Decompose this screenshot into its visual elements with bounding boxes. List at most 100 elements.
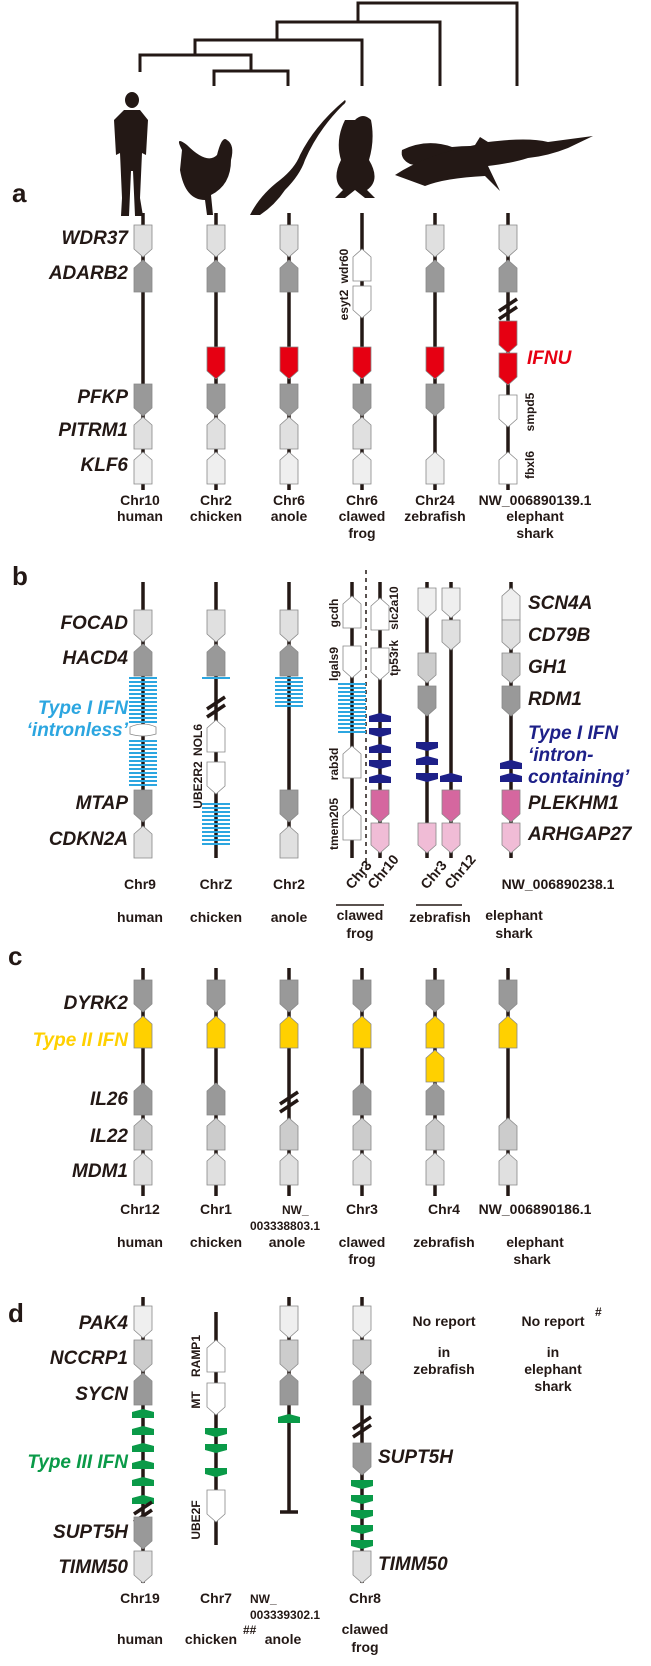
chr-label-d-2-2: 003339302.1	[250, 1608, 320, 1622]
gene-dyrk2	[133, 979, 153, 1013]
chr-label-d-0: Chr19	[120, 1590, 160, 1606]
no-report-zebrafish-3: zebrafish	[413, 1361, 474, 1377]
chr-label-c-2: NW_	[282, 1203, 309, 1217]
gene-type2-ifn-2	[425, 1049, 445, 1083]
chr-label-b-1: ChrZ	[200, 876, 233, 892]
gene-mdm1	[425, 1152, 445, 1186]
gene-focad	[133, 609, 153, 643]
gene-scn4a	[441, 587, 461, 619]
species-label-a-5-2: shark	[516, 525, 554, 541]
tree-branch-gnathostomes	[356, 1, 519, 86]
gene-mdm1	[133, 1152, 153, 1186]
gene-label-cd79b: CD79B	[528, 625, 591, 646]
gene-cd79b	[441, 619, 461, 651]
gene-pitrm1	[133, 416, 153, 450]
type3-ifn-gene	[351, 1525, 373, 1534]
gene-label-hacd4: HACD4	[63, 648, 129, 669]
species-label-d-3-2: frog	[351, 1639, 378, 1655]
gene-mtap	[133, 789, 153, 823]
chicken-footnote-mark: ##	[243, 1623, 257, 1637]
gene-label-c-2: IL26	[90, 1089, 128, 1110]
gene-smpd5	[498, 394, 518, 428]
gene-ramp1	[206, 1339, 226, 1373]
gene-pak4	[352, 1305, 372, 1339]
gene-type2-ifn	[133, 1015, 153, 1049]
gene-wdr37	[279, 224, 299, 258]
introncontaining-ifn-gene	[369, 760, 391, 769]
gene-label-d-2: SYCN	[75, 1384, 129, 1405]
gene-il22	[425, 1117, 445, 1151]
break-mark	[352, 1415, 372, 1439]
gene-wdr37	[133, 224, 153, 258]
gene-label-focad: FOCAD	[60, 613, 128, 634]
gene-ifnu	[206, 346, 226, 380]
gene-label-pfkp: PFKP	[77, 387, 128, 408]
gene-fbxl6	[498, 451, 518, 485]
gene-label-c-4: MDM1	[72, 1161, 128, 1182]
species-label-b-shark: shark	[495, 925, 533, 941]
species-silhouettes	[114, 92, 593, 216]
type3-ifn-gene	[278, 1414, 300, 1423]
panel-letter-a: a	[12, 178, 27, 208]
side-label-esyt2: esyt2	[337, 289, 351, 320]
gene-label-klf6: KLF6	[81, 455, 129, 476]
gene-label-wdr37: WDR37	[61, 228, 129, 249]
gene-label-adarb2: ADARB2	[48, 263, 129, 284]
chr-label-a-5: NW_006890139.1	[479, 492, 592, 508]
gene-klf6	[279, 451, 299, 485]
gene-il26	[352, 1082, 372, 1116]
no-report-shark-4: shark	[534, 1378, 572, 1394]
chr-label-a-0: Chr10	[120, 492, 160, 508]
chr-label-d-1: Chr7	[200, 1590, 232, 1606]
gene-klf6	[206, 451, 226, 485]
gene-sycn	[133, 1372, 153, 1406]
side-label-ube2f: UBE2F	[189, 1500, 203, 1539]
gene-il22	[498, 1117, 518, 1151]
type3-ifn-gene	[132, 1443, 154, 1452]
no-report-zebrafish-2: in	[438, 1344, 450, 1360]
gene-label-d-frog-supt5h: SUPT5H	[378, 1447, 454, 1468]
gene-rdm1	[417, 685, 437, 717]
gene-focad	[206, 609, 226, 643]
gene-wdr37	[425, 224, 445, 258]
gene-lgals9	[342, 645, 362, 679]
gene-gcdh	[342, 595, 362, 629]
break-mark	[279, 1090, 299, 1114]
gene-plekhm1	[441, 789, 461, 823]
gene-nccrp1	[352, 1339, 372, 1373]
side-label-wdr60: wdr60	[337, 248, 351, 284]
intronless-ifn-label-2: ‘intronless’	[27, 720, 129, 741]
side-label-ube2r2: UBE2R2	[191, 761, 205, 809]
species-label-d-3: clawed	[342, 1621, 389, 1637]
gene-cdkn2a	[279, 825, 299, 859]
chr-label-b-0: Chr9	[124, 876, 156, 892]
gene-pak4	[133, 1305, 153, 1339]
gene-tp53rk	[370, 647, 390, 681]
introncontaining-ifn-gene	[500, 773, 522, 782]
gene-label-d-5: TIMM50	[58, 1557, 128, 1578]
gene-type2-ifn	[352, 1015, 372, 1049]
gene-arhgap27	[501, 822, 521, 854]
gene-il26	[425, 1082, 445, 1116]
gene-hacd4	[133, 643, 153, 677]
gene-mtap	[279, 789, 299, 823]
chr-label-c-2-2: 003338803.1	[250, 1219, 320, 1233]
gene-wdr60	[352, 248, 372, 282]
type3-ifn-gene	[351, 1540, 373, 1549]
introncontaining-ifn-gene	[369, 774, 391, 783]
gene-pfkp	[425, 383, 445, 417]
gene-ifnu-2	[498, 352, 518, 386]
introncontaining-ifn-gene	[369, 728, 391, 737]
gene-cdkn2a	[133, 825, 153, 859]
gene-pitrm1	[352, 416, 372, 450]
gene-scn4a	[501, 587, 521, 621]
gene-mt	[206, 1382, 226, 1416]
gene-rab3d	[342, 745, 362, 779]
gene-dyrk2	[425, 979, 445, 1013]
gene-label-c-1: Type II IFN	[33, 1030, 130, 1051]
side-label-tp53rk: tp53rk	[387, 640, 401, 676]
ifnu-label: IFNU	[527, 348, 573, 369]
gene-adarb2	[498, 259, 518, 293]
species-label-c-2: anole	[269, 1234, 306, 1250]
introncontaining-ifn-gene	[416, 742, 438, 751]
